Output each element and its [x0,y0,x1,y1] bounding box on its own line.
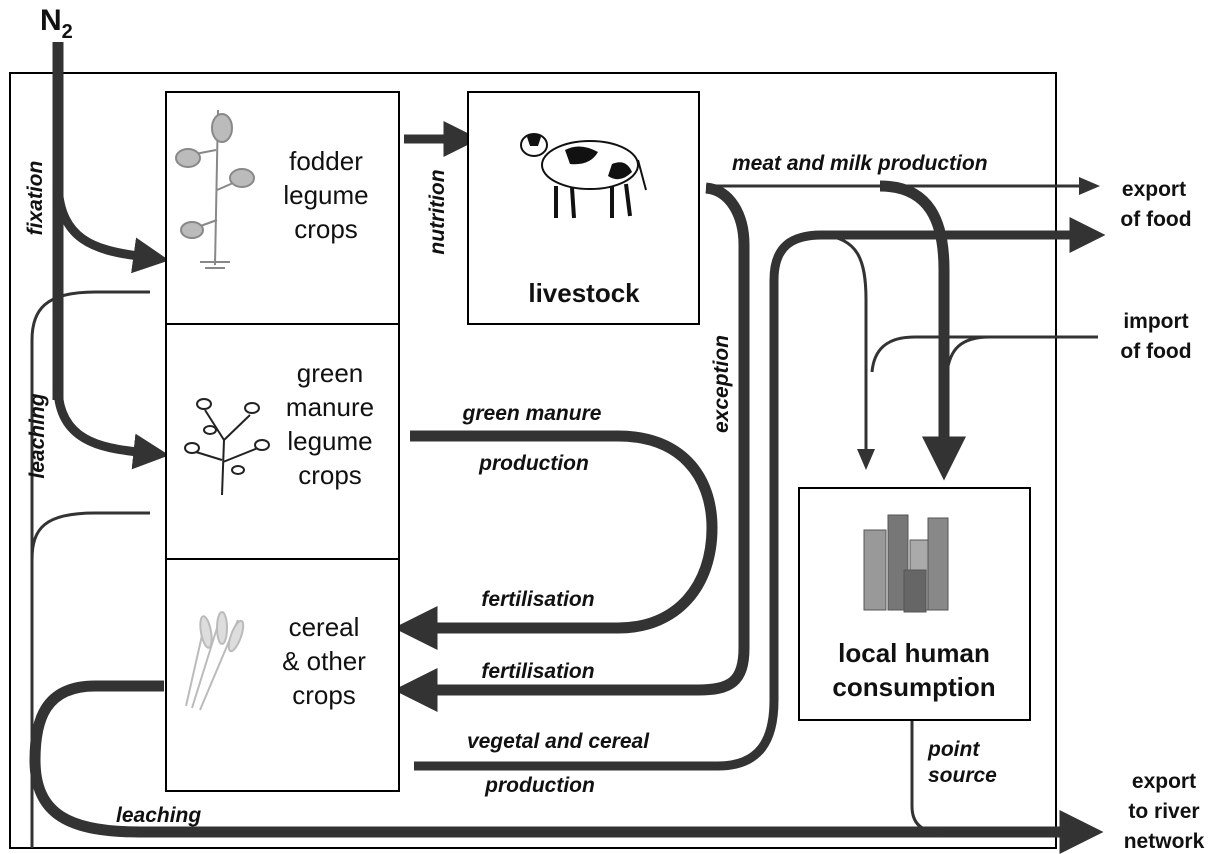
fodder-label-line3: crops [294,214,358,244]
import-food-label-line2: of food [1120,340,1191,363]
green-manure-label-line4: crops [298,460,362,490]
import-to-meat-line [945,335,991,373]
excretion-arrow [393,182,750,712]
livestock-label: livestock [528,278,640,308]
green-manure-flow-label-line1: green manure [462,402,602,425]
green-manure-label-line1: green [297,358,364,388]
vegetal-cereal-label-line2: production [484,774,595,797]
cereal-label-line3: crops [292,680,356,710]
fixation-to-green-manure-arrow [53,389,170,470]
city-buildings-icon [863,514,949,613]
leaching-bottom-label: leaching [116,804,201,827]
fixation-label: fixation [24,161,47,236]
nutrition-label: nutrition [426,169,449,254]
leaching-to-river-arrow [29,680,1104,854]
point-source-line [910,720,941,834]
export-river-label-line1: export [1132,770,1196,793]
import-food-label-line1: import [1123,310,1188,333]
cow-icon [520,133,647,219]
fodder-box [165,91,400,325]
meat-milk-label: meat and milk production [732,152,988,175]
fodder-legume-plant-icon [175,109,255,269]
system-boundary [9,72,1057,849]
livestock-box [467,91,700,325]
vegetal-to-human-arrow [821,233,875,470]
green-manure-label-line3: legume [287,426,372,456]
fertilisation-label-1: fertilisation [481,588,594,611]
excretion-label: exception [710,335,733,433]
leaching-from-green-manure-line [30,511,150,561]
export-river-label-line2: to river [1128,800,1199,823]
fertilisation-label-2: fertilisation [481,660,594,683]
green-manure-plant-icon [184,398,270,496]
export-river-label-line3: network [1124,830,1205,853]
vegetal-cereal-arrow [414,217,1106,771]
green-manure-label-line2: manure [286,392,374,422]
box-outlines [165,91,1031,792]
cereal-box [165,558,400,792]
cereal-wheat-icon [185,611,245,711]
cereal-label-line1: cereal [289,612,360,642]
export-food-label-line1: export [1122,178,1186,201]
svg-text:N2: N2 [40,4,73,43]
n2-label: N2 [40,4,73,43]
fodder-label-line1: fodder [289,146,363,176]
point-source-label-line1: point [927,738,980,761]
cereal-label-line2: & other [282,646,366,676]
meat-milk-to-human-arrow [879,180,966,481]
human-consumption-label-line2: consumption [832,672,995,702]
leaching-left-label: leaching [26,393,49,478]
fixation-to-fodder-arrow [53,184,170,274]
human-consumption-label-line1: local human [838,638,990,668]
leaching-from-fodder-line [30,290,150,848]
export-food-label-line2: of food [1120,208,1191,231]
import-to-vegetal-line [870,335,916,373]
vegetal-cereal-label-line1: vegetal and cereal [467,730,650,753]
fodder-label-line2: legume [283,180,368,210]
flow-lines [29,42,1106,854]
green-manure-flow-label-line2: production [478,452,589,475]
point-source-label-line2: source [928,764,997,787]
green-manure-loop-arrow [393,430,718,650]
green-manure-box [165,323,400,560]
